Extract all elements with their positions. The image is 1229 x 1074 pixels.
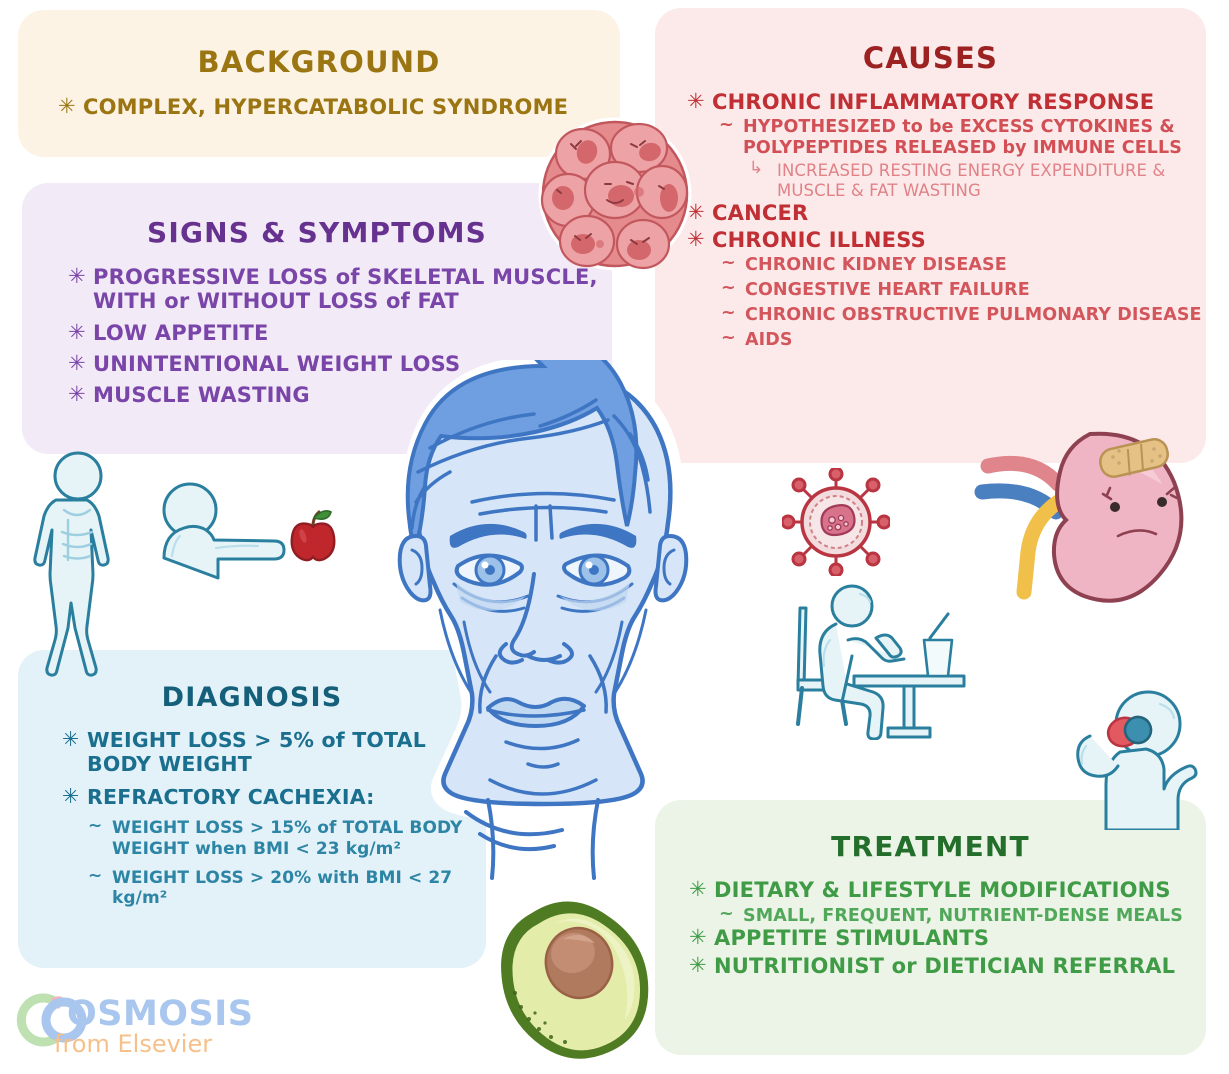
signs-title: SIGNS & SYMPTOMS bbox=[146, 216, 488, 249]
treatment-item-2: APPETITE STIMULANTS bbox=[714, 926, 990, 950]
tilde-bullet-icon: ~ bbox=[721, 327, 736, 348]
asterisk-bullet-icon: ✳ bbox=[58, 94, 76, 118]
list-item: ✳ PROGRESSIVE LOSS of SKELETAL MUSCLE, W… bbox=[66, 264, 612, 314]
avocado-illustration bbox=[495, 895, 655, 1060]
virus-illustration bbox=[782, 468, 890, 576]
diagnosis-title: DIAGNOSIS bbox=[161, 682, 343, 713]
causes-item-1: CHRONIC INFLAMMATORY RESPONSE bbox=[712, 90, 1155, 114]
osmosis-logo: OSMOSIS from Elsevier bbox=[12, 990, 253, 1066]
reaching-figure-with-apple-illustration bbox=[162, 482, 336, 580]
list-item: ~ CONGESTIVE HEART FAILURE bbox=[715, 277, 1206, 300]
list-item: ~ HYPOTHESIZED to be EXCESS CYTOKINES & … bbox=[713, 115, 1206, 159]
asterisk-bullet-icon: ✳ bbox=[689, 953, 707, 977]
asterisk-bullet-icon: ✳ bbox=[687, 226, 705, 251]
asterisk-bullet-icon: ✳ bbox=[689, 877, 707, 901]
tilde-bullet-icon: ~ bbox=[88, 816, 103, 837]
asterisk-bullet-icon: ✳ bbox=[62, 727, 80, 751]
background-list: ✳ COMPLEX, HYPERCATABOLIC SYNDROME bbox=[18, 94, 620, 119]
person-drinking-illustration bbox=[1076, 690, 1198, 830]
list-item: ↳ INCREASED RESTING ENERGY EXPENDITURE &… bbox=[743, 158, 1206, 201]
emaciated-body-figure-illustration bbox=[33, 451, 110, 677]
list-item: ✳ REFRACTORY CACHEXIA: bbox=[60, 783, 486, 810]
list-item: ~ WEIGHT LOSS > 20% with BMI < 27 kg/m² bbox=[82, 866, 486, 909]
causes-illness-2: CONGESTIVE HEART FAILURE bbox=[745, 279, 1030, 300]
diagnosis-sublist: ~ WEIGHT LOSS > 15% of TOTAL BODY WEIGHT… bbox=[60, 816, 486, 909]
osmosis-logo-text: OSMOSIS bbox=[67, 994, 254, 1034]
causes-illness-4: AIDS bbox=[745, 329, 793, 350]
tilde-bullet-icon: ~ bbox=[719, 904, 734, 924]
diagnosis-item-2: REFRACTORY CACHEXIA: bbox=[87, 784, 375, 809]
signs-item-2: LOW APPETITE bbox=[93, 320, 269, 345]
diagnosis-sub-1: WEIGHT LOSS > 15% of TOTAL BODY WEIGHT w… bbox=[112, 818, 463, 859]
list-item: ~ CHRONIC KIDNEY DISEASE bbox=[715, 252, 1206, 275]
list-item: ~ CHRONIC OBSTRUCTIVE PULMONARY DISEASE bbox=[715, 302, 1206, 325]
signs-item-1: PROGRESSIVE LOSS of SKELETAL MUSCLE, WIT… bbox=[93, 265, 598, 314]
asterisk-bullet-icon: ✳ bbox=[68, 351, 86, 376]
tilde-bullet-icon: ~ bbox=[721, 302, 736, 323]
treatment-item-1: DIETARY & LIFESTYLE MODIFICATIONS bbox=[714, 878, 1171, 902]
signs-list: ✳ PROGRESSIVE LOSS of SKELETAL MUSCLE, W… bbox=[22, 264, 612, 408]
panel-diagnosis: DIAGNOSIS ✳ WEIGHT LOSS > 5% of TOTAL BO… bbox=[18, 650, 486, 968]
kidney-illustration bbox=[974, 431, 1184, 603]
list-item: ✳ NUTRITIONIST or DIETICIAN REFERRAL bbox=[687, 953, 1206, 978]
list-item: ✳ UNINTENTIONAL WEIGHT LOSS bbox=[66, 351, 612, 377]
causes-sublist-arrow: ↳ INCREASED RESTING ENERGY EXPENDITURE &… bbox=[713, 158, 1206, 201]
person-at-table-illustration bbox=[796, 584, 966, 740]
osmosis-logo-subtitle: from Elsevier bbox=[54, 1030, 213, 1058]
list-item: ~ WEIGHT LOSS > 15% of TOTAL BODY WEIGHT… bbox=[82, 816, 486, 859]
causes-illness-3: CHRONIC OBSTRUCTIVE PULMONARY DISEASE bbox=[745, 304, 1202, 325]
list-item: ✳ CHRONIC INFLAMMATORY RESPONSE bbox=[685, 89, 1206, 114]
causes-sub-1: HYPOTHESIZED to be EXCESS CYTOKINES & PO… bbox=[743, 117, 1182, 158]
causes-illness-list: ~ CHRONIC KIDNEY DISEASE ~ CONGESTIVE HE… bbox=[685, 252, 1206, 350]
asterisk-bullet-icon: ✳ bbox=[68, 382, 86, 407]
causes-list: ✳ CHRONIC INFLAMMATORY RESPONSE ~ HYPOTH… bbox=[655, 89, 1206, 350]
background-title: BACKGROUND bbox=[197, 45, 441, 79]
list-item: ✳ CHRONIC ILLNESS bbox=[685, 226, 1206, 252]
treatment-list: ✳ DIETARY & LIFESTYLE MODIFICATIONS ~ SM… bbox=[655, 877, 1206, 978]
asterisk-bullet-icon: ✳ bbox=[687, 89, 705, 113]
arrow-bullet-icon: ↳ bbox=[749, 158, 764, 178]
panel-causes: CAUSES ✳ CHRONIC INFLAMMATORY RESPONSE ~… bbox=[655, 8, 1206, 463]
cachectic-face-illustration bbox=[397, 360, 689, 880]
tilde-bullet-icon: ~ bbox=[721, 277, 736, 298]
asterisk-bullet-icon: ✳ bbox=[62, 783, 80, 808]
panel-treatment: TREATMENT ✳ DIETARY & LIFESTYLE MODIFICA… bbox=[655, 800, 1206, 1055]
tilde-bullet-icon: ~ bbox=[721, 252, 736, 273]
diagnosis-list: ✳ WEIGHT LOSS > 5% of TOTAL BODY WEIGHT … bbox=[18, 727, 486, 909]
asterisk-bullet-icon: ✳ bbox=[68, 264, 86, 288]
causes-sublist-1: ~ HYPOTHESIZED to be EXCESS CYTOKINES & … bbox=[685, 115, 1206, 201]
asterisk-bullet-icon: ✳ bbox=[687, 199, 705, 224]
causes-item-2: CANCER bbox=[712, 200, 809, 225]
list-item: ~ SMALL, FREQUENT, NUTRIENT-DENSE MEALS bbox=[713, 904, 1206, 926]
causes-illness-1: CHRONIC KIDNEY DISEASE bbox=[745, 254, 1007, 275]
panel-signs-symptoms: SIGNS & SYMPTOMS ✳ PROGRESSIVE LOSS of S… bbox=[22, 183, 612, 454]
list-item: ✳ LOW APPETITE bbox=[66, 319, 612, 345]
tilde-bullet-icon: ~ bbox=[719, 115, 734, 135]
list-item: ✳ MUSCLE WASTING bbox=[66, 382, 612, 408]
asterisk-bullet-icon: ✳ bbox=[68, 319, 86, 344]
tilde-bullet-icon: ~ bbox=[88, 866, 103, 887]
list-item: ✳ WEIGHT LOSS > 5% of TOTAL BODY WEIGHT bbox=[60, 727, 486, 777]
causes-item-3: CHRONIC ILLNESS bbox=[712, 227, 926, 252]
list-item: ✳ DIETARY & LIFESTYLE MODIFICATIONS bbox=[687, 877, 1206, 902]
list-item: ✳ CANCER bbox=[685, 199, 1206, 225]
treatment-item-3: NUTRITIONIST or DIETICIAN REFERRAL bbox=[714, 954, 1176, 978]
signs-item-3: UNINTENTIONAL WEIGHT LOSS bbox=[93, 352, 461, 377]
background-item-1: COMPLEX, HYPERCATABOLIC SYNDROME bbox=[83, 95, 569, 119]
tumor-cell-cluster-illustration bbox=[538, 117, 692, 271]
treatment-title: TREATMENT bbox=[831, 830, 1030, 863]
panel-background: BACKGROUND ✳ COMPLEX, HYPERCATABOLIC SYN… bbox=[18, 10, 620, 157]
osmosis-logo-mark bbox=[16, 993, 87, 1047]
diagnosis-item-1: WEIGHT LOSS > 5% of TOTAL BODY WEIGHT bbox=[87, 728, 426, 776]
list-item: ✳ COMPLEX, HYPERCATABOLIC SYNDROME bbox=[56, 94, 620, 119]
signs-item-4: MUSCLE WASTING bbox=[93, 383, 310, 408]
list-item: ✳ APPETITE STIMULANTS bbox=[687, 925, 1206, 950]
treatment-sublist: ~ SMALL, FREQUENT, NUTRIENT-DENSE MEALS bbox=[687, 904, 1206, 926]
causes-title: CAUSES bbox=[862, 41, 999, 75]
diagnosis-sub-2: WEIGHT LOSS > 20% with BMI < 27 kg/m² bbox=[112, 868, 453, 909]
asterisk-bullet-icon: ✳ bbox=[689, 925, 707, 949]
list-item: ~ AIDS bbox=[715, 327, 1206, 350]
treatment-sub-1: SMALL, FREQUENT, NUTRIENT-DENSE MEALS bbox=[743, 906, 1184, 926]
causes-sub-arrow-1: INCREASED RESTING ENERGY EXPENDITURE & M… bbox=[777, 161, 1166, 200]
